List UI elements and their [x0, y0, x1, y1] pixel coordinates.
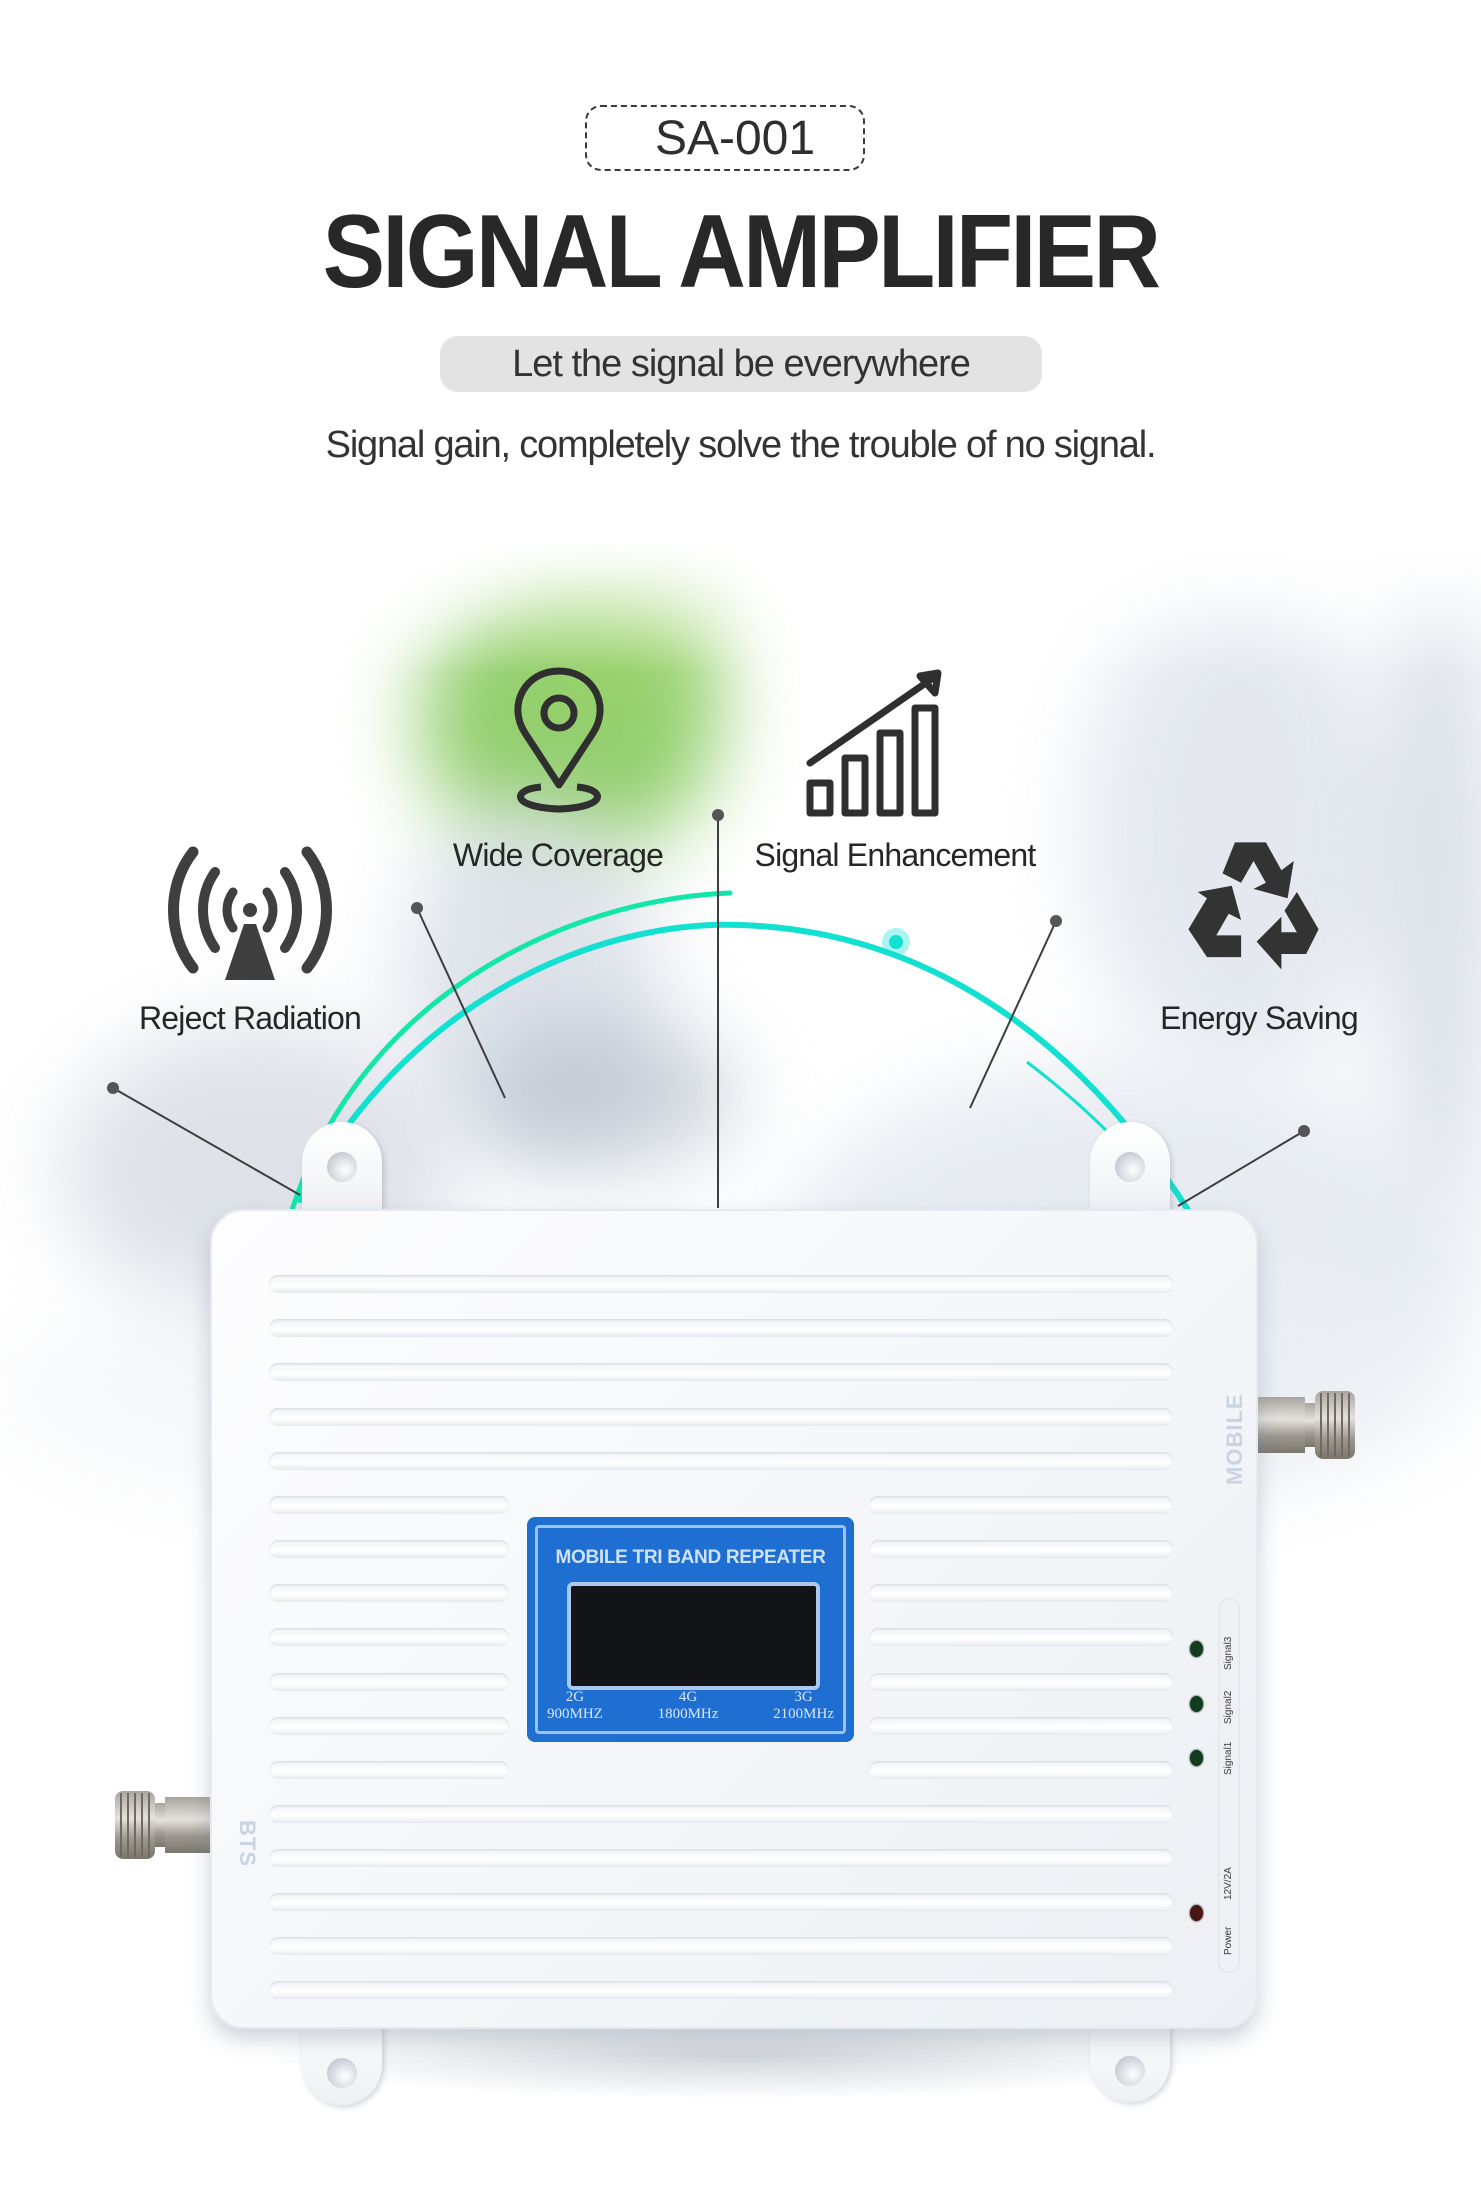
- vent-rib: [269, 1893, 1173, 1911]
- band-gen: 2G: [565, 1689, 585, 1705]
- vent-rib: [269, 1937, 1173, 1955]
- panel-title: MOBILE TRI BAND REPEATER: [555, 1547, 826, 1568]
- tagline-text: Let the signal be everywhere: [512, 342, 971, 385]
- vent-rib: [869, 1628, 1173, 1646]
- lcd-screen: [567, 1582, 820, 1690]
- connector-line-wide-coverage: [416, 907, 506, 1099]
- feature-label-signal-enhancement: Signal Enhancement: [754, 837, 1037, 873]
- vent-rib: [869, 1584, 1173, 1602]
- arc-node: [889, 935, 903, 949]
- feature-label-wide-coverage: Wide Coverage: [452, 837, 664, 873]
- connector-dot: [712, 809, 724, 821]
- vent-rib: [269, 1584, 509, 1602]
- signal1-label: Signal1: [1223, 1741, 1234, 1775]
- vent-rib: [269, 1849, 1173, 1867]
- connector-line-reject-radiation: [112, 1087, 301, 1196]
- feature-label-energy-saving: Energy Saving: [1160, 1000, 1359, 1036]
- vent-rib: [869, 1761, 1173, 1779]
- bts-port-connector-icon: [115, 1791, 215, 1859]
- tagline-pill: Let the signal be everywhere: [440, 336, 1042, 392]
- band-gen: 4G: [678, 1689, 698, 1705]
- connector-dot: [1298, 1125, 1310, 1137]
- signal2-led-icon: [1190, 1696, 1203, 1712]
- vent-rib: [269, 1981, 1173, 1999]
- signal1-led-icon: [1190, 1750, 1203, 1766]
- recycle-icon: [1188, 842, 1319, 970]
- connector-dot: [411, 902, 423, 914]
- vent-rib: [869, 1673, 1173, 1691]
- vent-rib: [269, 1761, 509, 1779]
- signal3-label: Signal3: [1223, 1636, 1234, 1670]
- connector-dot: [107, 1082, 119, 1094]
- power-spec-label: 12V/2A: [1223, 1867, 1234, 1900]
- power-led-icon: [1190, 1905, 1203, 1921]
- radio-tower-icon: [168, 846, 332, 980]
- vent-rib: [269, 1628, 509, 1646]
- band-freq: 2100MHz: [773, 1706, 834, 1722]
- band-freq: 900MHZ: [547, 1706, 603, 1722]
- vent-rib: [269, 1717, 509, 1735]
- mount-tab-top-right: [1090, 1122, 1170, 1222]
- vent-rib: [269, 1805, 1173, 1823]
- page-title: SIGNAL AMPLIFIER: [322, 194, 1161, 310]
- subtitle: Signal gain, completely solve the troubl…: [325, 424, 1157, 466]
- vent-rib: [269, 1275, 1173, 1293]
- signal3-led-icon: [1190, 1641, 1203, 1657]
- vent-rib: [269, 1673, 509, 1691]
- band-freq: 1800MHz: [657, 1706, 719, 1722]
- main-arc: [297, 921, 1191, 1213]
- vent-rib: [269, 1408, 1173, 1426]
- mobile-port-connector-icon: [1255, 1391, 1355, 1459]
- vent-rib: [869, 1540, 1173, 1558]
- vent-rib: [269, 1363, 1173, 1381]
- model-number: SA-001: [654, 111, 816, 165]
- lcd-frame: [535, 1525, 846, 1734]
- connector-dot: [1050, 915, 1062, 927]
- location-pin-icon: [514, 667, 604, 813]
- indicator-label-strip: [1218, 1598, 1240, 1973]
- signal2-label: Signal2: [1223, 1690, 1234, 1724]
- band-gen: 3G: [794, 1689, 813, 1705]
- model-badge: SA-001: [585, 105, 865, 171]
- vent-rib: [269, 1496, 509, 1514]
- vent-rib: [269, 1452, 1173, 1470]
- mobile-port-label: MOBILE: [1222, 1393, 1247, 1485]
- vent-rib: [269, 1540, 509, 1558]
- vent-rib: [269, 1319, 1173, 1337]
- vent-rib: [869, 1717, 1173, 1735]
- mount-tab-top-left: [302, 1122, 382, 1222]
- vent-rib: [869, 1496, 1173, 1514]
- power-label: Power: [1223, 1926, 1234, 1955]
- bts-port-label: BTS: [235, 1820, 260, 1867]
- connector-line-right: [1177, 1130, 1305, 1207]
- feature-label-reject-radiation: Reject Radiation: [139, 1000, 362, 1036]
- connector-line-energy-saving: [969, 920, 1057, 1109]
- growth-bars-icon: [806, 669, 942, 817]
